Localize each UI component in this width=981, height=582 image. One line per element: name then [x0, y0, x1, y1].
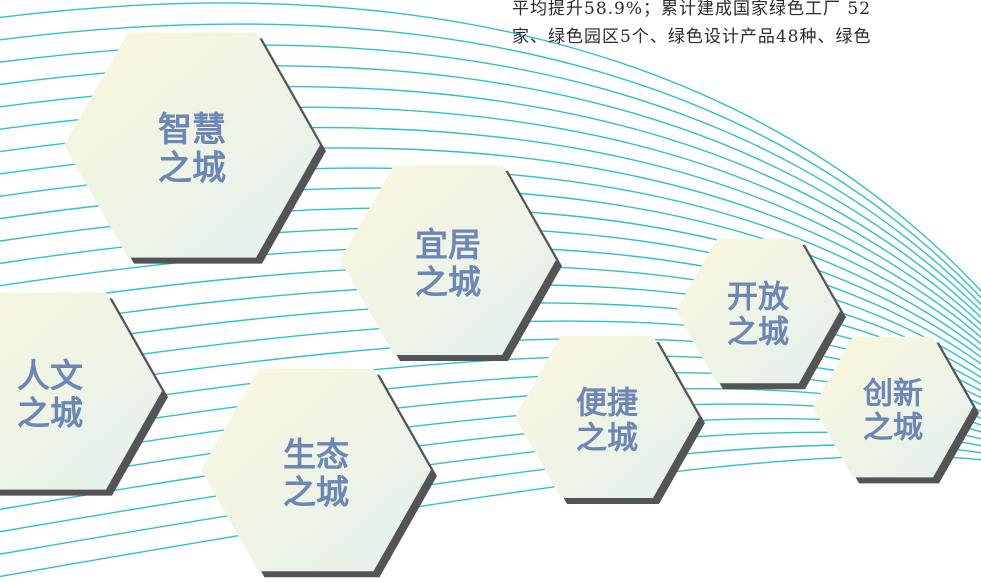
hexagon-shape — [0, 292, 162, 490]
hexagon-title: 创新 — [862, 376, 923, 411]
hexagon-title: 生态 — [283, 435, 349, 474]
hexagon-title: 开放 — [727, 279, 790, 315]
hexagon-shape — [201, 368, 431, 572]
hexagon-title: 宜居 — [415, 225, 481, 264]
hexagon-subtitle: 之城 — [17, 394, 83, 433]
flow-line — [0, 2, 981, 293]
flow-line — [0, 431, 981, 533]
flow-line — [0, 444, 981, 555]
hexagon-subtitle: 之城 — [283, 473, 349, 512]
hexagon-shape — [676, 238, 840, 384]
hexagon-subtitle: 之城 — [158, 149, 226, 189]
hexagon-subtitle: 之城 — [727, 315, 789, 351]
body-text-line-1: 平均提升58.9%；累计建成国家绿色工厂 52 — [512, 0, 872, 19]
flow-line — [0, 455, 981, 578]
hexagon-shape — [340, 165, 556, 355]
hexagon-subtitle: 之城 — [863, 411, 923, 446]
flow-line — [0, 23, 981, 299]
hexagon-shape — [515, 336, 699, 498]
hexagon-title: 人文 — [17, 356, 83, 395]
hexagon-title: 智慧 — [158, 110, 226, 150]
hexagon-shape — [813, 336, 973, 478]
body-text-line-2: 家、绿色园区5个、绿色设计产品48种、绿色 — [512, 27, 872, 47]
hexagon-shape — [64, 32, 320, 258]
hexagon-subtitle: 之城 — [576, 421, 638, 457]
hexagon-title: 便捷 — [576, 385, 638, 421]
hexagon-subtitle: 之城 — [415, 263, 481, 302]
